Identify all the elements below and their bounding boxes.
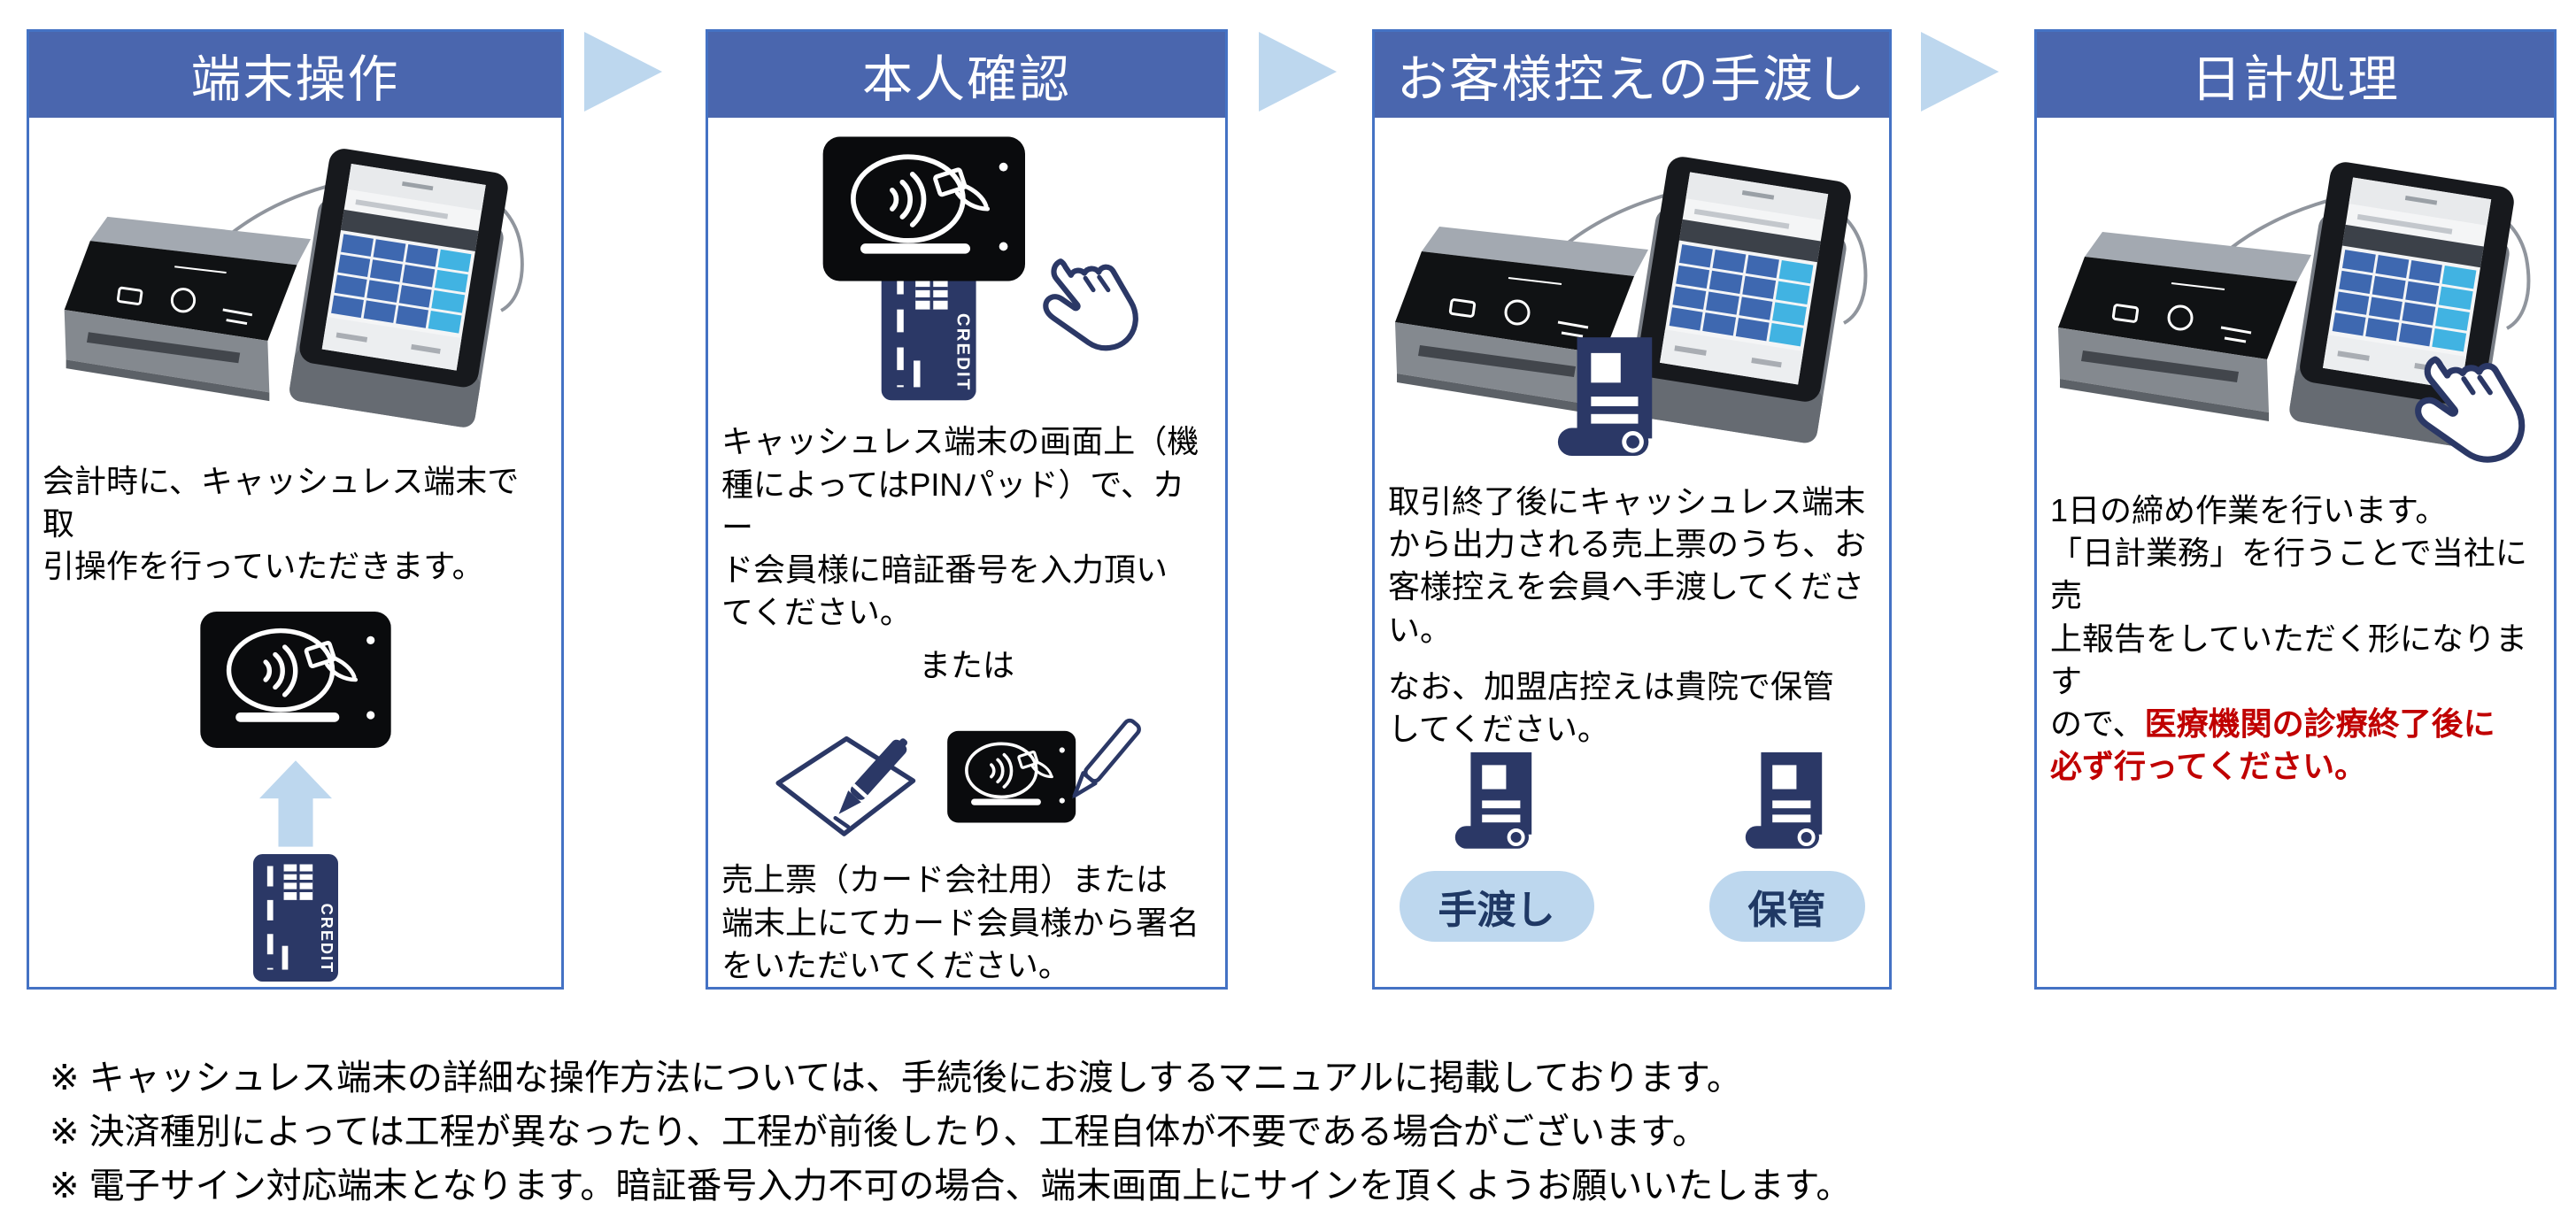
receipt-icon (1451, 752, 1543, 859)
flow-arrow-icon (1259, 32, 1337, 112)
footnote-item: ※ 電子サイン対応端末となります。暗証番号入力不可の場合、端末画面上にサインを頂… (50, 1167, 1852, 1205)
credit-card-icon (253, 854, 338, 982)
step-description: 「日計業務」を行うことで当社に売 上報告をしていただく形になります ので、医療機… (2050, 532, 2541, 788)
contactless-pad-icon (823, 136, 1025, 281)
step-description-line1: 1日の締め作業を行います。 (2050, 492, 2448, 528)
flow-arrow-icon (584, 32, 662, 112)
pin-entry-illustration (775, 132, 1159, 408)
step-description: キャッシュレス端末の画面上（機 種によってはPINパッド）で、カー ド会員様に暗… (721, 423, 1199, 631)
signature-mark (832, 815, 850, 828)
step-panel-customer-copy-handover: お客様控えの手渡し 取引終了後にキャッシュレス端末 から出力される売上票のうち、… (1372, 29, 1892, 990)
step-title: 日計処理 (2037, 32, 2554, 118)
up-arrow-icon (259, 760, 332, 847)
receipt-icon (1741, 752, 1833, 859)
step-panel-identity-verification: 本人確認 キャッシュレス端末の画面上（機 種によってはPINパッド）で、カー ド… (706, 29, 1228, 990)
step-description-secondary: 売上票（カード会社用）または 端末上にてカード会員様から署名 をいただいてくださ… (721, 861, 1200, 983)
flow-arrow-icon (1921, 32, 1999, 112)
step-description-warning: 医療機関の診療終了後に 必ず行ってください。 (2050, 705, 2495, 785)
footnote-item: ※ キャッシュレス端末の詳細な操作方法については、手続後にお渡しするマニュアルに… (50, 1059, 1742, 1098)
terminal-with-pointer-image (2048, 141, 2543, 477)
keep-badge: 保管 (1708, 871, 1865, 943)
panel-body: キャッシュレス端末の画面上（機 種によってはPINパッド）で、カー ド会員様に暗… (708, 118, 1225, 987)
handover-badge: 手渡し (1399, 871, 1594, 943)
step-title: 本人確認 (708, 32, 1225, 118)
step-title: お客様控えの手渡し (1375, 32, 1889, 118)
step-description-black: 「日計業務」を行うことで当社に売 上報告をしていただく形になります ので、 (2050, 535, 2527, 743)
step-panel-terminal-operation: 端末操作 会計時に、キャッシュレス端末で取 引操作を行っていただきます。 (27, 29, 564, 990)
stylus-pen-icon (1066, 718, 1141, 804)
footnote-item: ※ 決済種別によっては工程が異なったり、工程が前後したり、工程自体が不要である場… (50, 1113, 1708, 1152)
step-panel-daily-settlement: 日計処理 1日の締め作業を行います。 「日計業務」を行うことで当社に売 上報告を… (2034, 29, 2557, 990)
handover-receipt-group: 手渡し (1399, 752, 1594, 943)
or-label: または (918, 646, 1014, 683)
terminal-printing-receipt-image (1384, 135, 1880, 472)
contactless-pad-icon (946, 730, 1076, 823)
panel-body: 取引終了後にキャッシュレス端末 から出力される売上票のうち、お 客様控えを会員へ… (1375, 118, 1889, 987)
payment-terminal-image (54, 141, 536, 443)
step-description-secondary: なお、加盟店控えは貴院で保管 してください。 (1388, 667, 1835, 748)
contactless-pad-icon (200, 612, 391, 748)
keep-receipt-group: 保管 (1708, 752, 1865, 943)
receipt-badge-row: 手渡し 保管 (1399, 752, 1865, 943)
footnotes: ※ キャッシュレス端末の詳細な操作方法については、手続後にお渡しするマニュアルに… (50, 1055, 1851, 1217)
step-description: 取引終了後にキャッシュレス端末 から出力される売上票のうち、お 客様控えを会員へ… (1388, 483, 1867, 648)
panel-body: 会計時に、キャッシュレス端末で取 引操作を行っていただきます。 (29, 118, 561, 987)
step-description: 会計時に、キャッシュレス端末で取 引操作を行っていただきます。 (42, 463, 520, 585)
step-title: 端末操作 (29, 32, 561, 118)
signature-illustration (775, 689, 1186, 836)
panel-body: 1日の締め作業を行います。 「日計業務」を行うことで当社に売 上報告をしていただ… (2037, 118, 2554, 987)
hand-pointer-icon (1045, 261, 1136, 348)
hand-pointer-icon (2418, 359, 2522, 459)
